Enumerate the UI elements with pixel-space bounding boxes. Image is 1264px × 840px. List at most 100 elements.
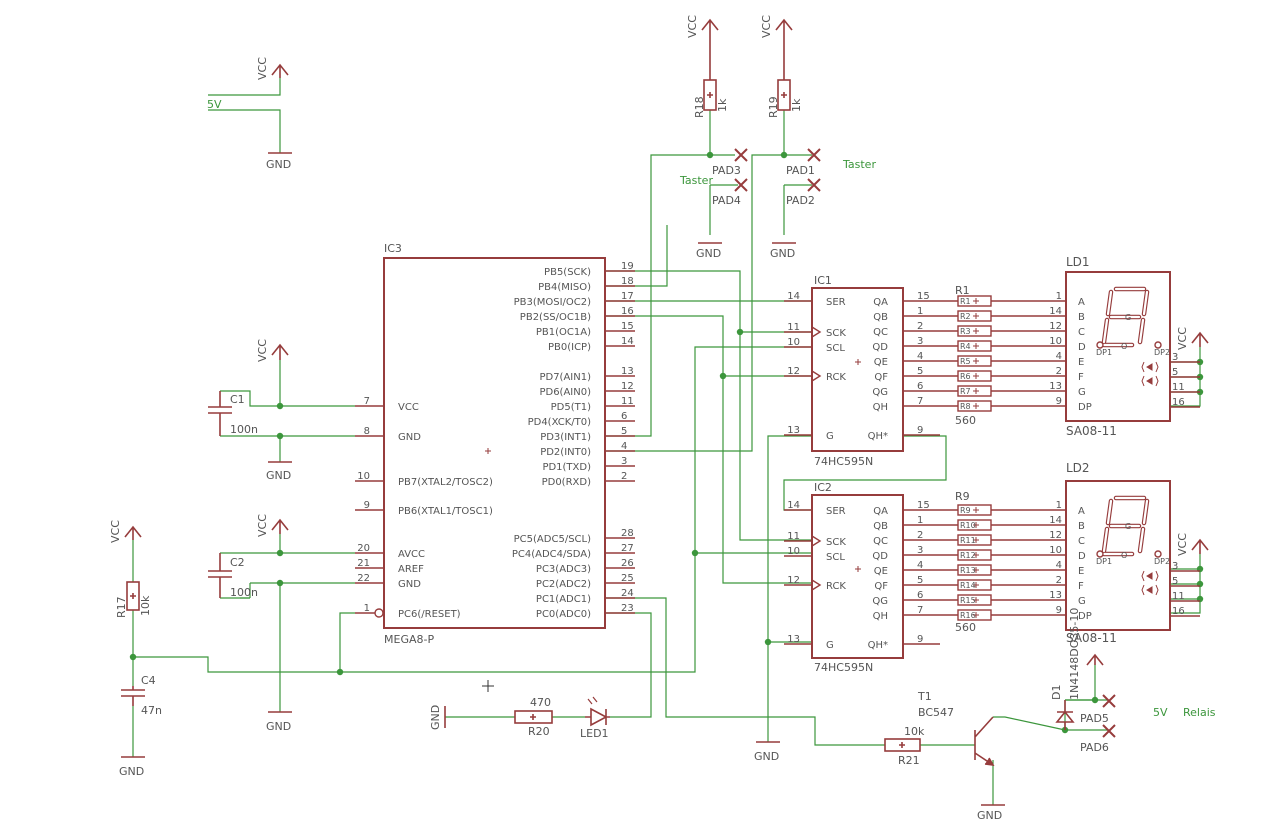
display-pin-number: 2 (1056, 366, 1062, 377)
segment-inner (1106, 499, 1113, 525)
ld2-value: SA08-11 (1066, 631, 1117, 645)
r1-value: 560 (955, 414, 976, 427)
sr-pin-label: SCK (826, 328, 846, 339)
sr-pin-number: 12 (787, 366, 800, 377)
sr-pin-label: QB (873, 312, 888, 323)
ic3-pin-number: 20 (357, 543, 370, 554)
sr-pin-label: QB (873, 521, 888, 532)
dp2-mark: DP2 (1154, 557, 1170, 566)
gnd-label: GND (266, 469, 291, 482)
sr-pin-number: 14 (787, 291, 800, 302)
supply-labels: VCC VCC VCC VCC VCC VCC VCC VCC GND GND … (109, 15, 1189, 822)
pad6-label: PAD6 (1080, 741, 1109, 754)
passive-components (121, 79, 1075, 766)
ic3-pin-label: PB6(XTAL1/TOSC1) (398, 506, 493, 517)
sr-pin-number: 5 (917, 575, 923, 586)
ic3-pin-label: PC5(ADC5/SCL) (514, 534, 591, 545)
r17-name: R17 (115, 596, 128, 618)
r20-name: R20 (528, 725, 550, 738)
colon-led-bracket (1141, 570, 1159, 582)
clock-mark (811, 370, 822, 382)
ld2-name: LD2 (1066, 461, 1090, 475)
display-body (1065, 480, 1171, 631)
sr-pin-number: 13 (787, 425, 800, 436)
sr-pin-label: QA (873, 297, 888, 308)
ic3-right-pins: PB5(SCK)19PB4(MISO)18PB3(MOSI/OC2)17PB2(… (512, 261, 635, 620)
display-pin-label: B (1078, 312, 1085, 323)
sr-pin-label: QE (874, 566, 888, 577)
ic3-pin-number: 2 (621, 471, 627, 482)
ic3-pin-label: PB1(OC1A) (536, 327, 591, 338)
sr-pin-label: QC (873, 327, 888, 338)
ic3-pin-number: 13 (621, 366, 634, 377)
sr-pin-label: RCK (826, 581, 846, 592)
r21-name: R21 (898, 754, 920, 767)
display-pin-number: 9 (1056, 605, 1062, 616)
vcc-label: VCC (686, 15, 699, 38)
r9-value: 560 (955, 621, 976, 634)
ic3-pin-label: PB5(SCK) (544, 267, 591, 278)
segment-inner (1102, 318, 1109, 344)
sr-pin-number: 9 (917, 425, 923, 436)
sr-pin-label: QH (873, 402, 888, 413)
ic3-pin-number: 26 (621, 558, 634, 569)
segment-inner (1102, 527, 1109, 553)
pad4-label: PAD4 (712, 194, 741, 207)
resnet-element-label: R4 (960, 342, 971, 351)
ic3-pin-number: 7 (364, 396, 370, 407)
colon-led (1146, 586, 1153, 594)
ic2-name: IC2 (814, 481, 832, 494)
display-pin-label: G (1078, 387, 1086, 398)
segment-inner (1106, 290, 1113, 316)
resnet-mark (973, 522, 979, 528)
ic3-pin-label: PD1(TXD) (542, 462, 591, 473)
sr-pin-number: 15 (917, 500, 930, 511)
display-pin-label: DP (1078, 402, 1092, 413)
sr-pin-label: QG (872, 596, 888, 607)
pad2-label: PAD2 (786, 194, 815, 207)
dp2-dot (1154, 341, 1162, 349)
pad1-label: PAD1 (786, 164, 815, 177)
display-pin-number: 16 (1172, 397, 1185, 408)
sr-pin-label: SER (826, 297, 846, 308)
resnet-mark (973, 552, 979, 558)
taster-note-1: Taster (679, 174, 713, 187)
ic3-pin-number: 18 (621, 276, 634, 287)
display-pin-label: D (1078, 342, 1086, 353)
resnet-element-label: R1 (960, 297, 971, 306)
segment-inner (1142, 499, 1149, 525)
c4-name: C4 (141, 674, 156, 687)
ic2-value: 74HC595N (814, 661, 873, 674)
sr-pin-label: SCK (826, 537, 846, 548)
c1-value: 100n (230, 423, 258, 436)
sr-pin-number: 7 (917, 396, 923, 407)
sr-pin-number: 2 (917, 321, 923, 332)
ic3-pin-label: PC0(ADC0) (536, 609, 591, 620)
display-pin-number: 12 (1049, 321, 1062, 332)
sr-pin-number: 3 (917, 336, 923, 347)
colon-led-bracket (1141, 375, 1159, 387)
r1-name: R1 (955, 284, 970, 297)
vcc-label: VCC (256, 57, 269, 80)
display-pin-label: A (1078, 506, 1085, 517)
sr-pin-number: 4 (917, 351, 923, 362)
sr-pin-number: 9 (917, 634, 923, 645)
ic3-pin-label: GND (398, 579, 421, 590)
dp1-dot (1096, 341, 1104, 349)
segment-g-mark: G (1125, 522, 1131, 531)
ic3-pin-number: 8 (364, 426, 370, 437)
resnet-element-label: R11 (960, 536, 976, 545)
vcc-label: VCC (256, 514, 269, 537)
display-pin-label: DP (1078, 611, 1092, 622)
display-pin-number: 10 (1049, 545, 1062, 556)
ic3-pin-number: 12 (621, 381, 634, 392)
colon-led (1146, 572, 1153, 580)
ic3-pin-label: PB4(MISO) (538, 282, 591, 293)
supply-symbols (121, 18, 1209, 806)
vcc-label: VCC (760, 15, 773, 38)
ic3-pin-number: 27 (621, 543, 634, 554)
display-pin-number: 4 (1056, 560, 1062, 571)
ic3-pin-label: PB2(SS/OC1B) (520, 312, 591, 323)
